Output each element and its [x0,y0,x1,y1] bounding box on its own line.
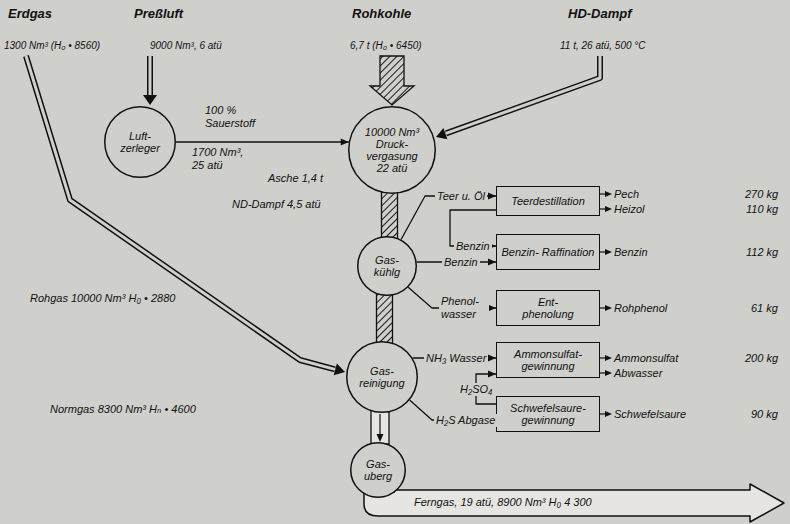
node-label: Teerdestillation [511,195,585,207]
stream-label: Benzin [442,256,480,269]
product-label: 200 kg [745,352,778,365]
node-text: Luft- zerleger [112,130,168,154]
node-label: Gas- reinigung [353,365,411,389]
arrow-head [488,371,496,378]
node-text: Ent- phenolung [517,296,579,320]
process-box: Schwefelsaure- gewinnung [496,396,600,432]
node-text: Ammonsulfat- gewinnung [503,348,593,372]
erdgas-pipe [26,56,345,375]
product-label: 112 kg [746,246,778,259]
pipe-body [371,410,389,444]
circle-shape [347,342,418,413]
node-label: Benzin- Raffination [502,246,595,258]
node-label: Ammonsulfat- gewinnung [503,348,593,372]
product-label: Heizol [614,203,645,216]
gas-pipe [382,190,398,240]
stream-note: Ferngas, 19 atü, 8900 Nm³ H₀ 4 300 [414,496,592,509]
arrow-head [341,139,349,146]
node-label: Gas- kühlg [365,254,409,278]
product-label: 110 kg [746,203,778,216]
node-text: Schwefelsaure- gewinnung [502,402,594,426]
source-label: Preßluft [134,6,183,21]
process-circle: Gas- reinigung [346,341,418,413]
node-label: 22 atü [377,162,408,174]
node-label: Luft- zerleger [112,130,168,154]
stream-note: 100 % Sauerstoff [205,104,265,130]
source-label: 11 t, 26 atü, 500 °C [560,40,646,52]
product-label: 61 kg [751,302,778,315]
node-label: Gas- uberg [357,458,399,482]
node-label: Schwefelsaure- gewinnung [502,402,594,426]
flow-line [176,141,349,142]
source-label: 9000 Nm³, 6 atü [150,40,222,52]
stream-label: H₂SO₄ [458,383,494,396]
product-label: 270 kg [745,188,778,201]
stream-label: H₂S Abgase [434,414,497,427]
stream-note: Normgas 8300 Nm³ Hₙ • 4600 [50,403,196,416]
source-label: 1300 Nm³ (H₀ • 8560) [4,40,100,52]
rohkohle-arrow [370,56,414,105]
product-label: Ammonsulfat [614,352,678,365]
process-circle: 10000 Nm³Druck- vergasung22 atü [348,106,436,194]
stream-label: NH₃ Wasser [424,352,488,365]
process-circle: Luft- zerleger [104,106,176,178]
process-box: Teerdestillation [496,186,600,216]
arrow-head [488,193,496,200]
stream-label: Benzin [454,240,492,253]
node-text: 10000 Nm³Druck- vergasung22 atü [361,126,423,174]
process-circle: Gas- uberg [350,442,406,498]
node-label: Ent- phenolung [517,296,579,320]
hd-dampf-pipe [436,56,600,139]
pressluft-pipe [143,56,157,105]
node-text: Benzin- Raffination [502,246,595,258]
product-label: Pech [614,188,639,201]
product-label: 90 kg [751,408,778,421]
arrow-head [377,434,384,442]
node-text: Gas- uberg [357,458,399,482]
node-label: 10000 Nm³ [365,126,419,138]
source-label: Erdgas [8,6,52,21]
source-label: 6,7 t (H₀ • 6450) [350,40,422,52]
circle-shape [105,107,176,178]
process-box: Benzin- Raffination [496,234,600,270]
stream-label: Teer u. Öl [435,190,487,203]
node-label: Druck- vergasung [361,138,423,162]
process-circle: Gas- kühlg [357,236,417,296]
product-label: Schwefelsaure [614,408,686,421]
pipe-body [377,292,393,345]
stream-label: 1700 Nm³, 25 atü [190,146,252,172]
arrow-head [488,305,496,312]
stream-note: ND-Dampf 4,5 atü [232,198,321,211]
output-arrows [600,191,612,417]
arrow-head [488,259,496,266]
gas-pipe [377,292,393,345]
circle-shape [351,443,406,498]
flow-line [379,414,380,436]
flow-connector [176,139,349,146]
circle-shape [349,107,436,194]
node-text: Gas- kühlg [365,254,409,278]
node-text: Gas- reinigung [353,365,411,389]
ferngas-arrow [364,484,784,522]
circle-shape [358,237,417,296]
arrow-head [488,355,496,362]
node-text: Teerdestillation [511,195,585,207]
stream-label: Phenol- wasser [439,295,489,321]
stream-note: Rohgas 10000 Nm³ H₀ • 2880 [30,292,175,305]
process-box: Ammonsulfat- gewinnung [496,342,600,378]
pipe-body [382,190,398,240]
source-label: HD-Dampf [568,6,632,21]
product-label: Abwasser [614,367,662,380]
source-label: Rohkohle [352,6,411,21]
process-box: Ent- phenolung [496,290,600,326]
product-label: Rohphenol [614,302,667,315]
gas-band [371,410,389,444]
stream-note: Asche 1,4 t [268,172,323,185]
product-label: Benzin [614,246,648,259]
